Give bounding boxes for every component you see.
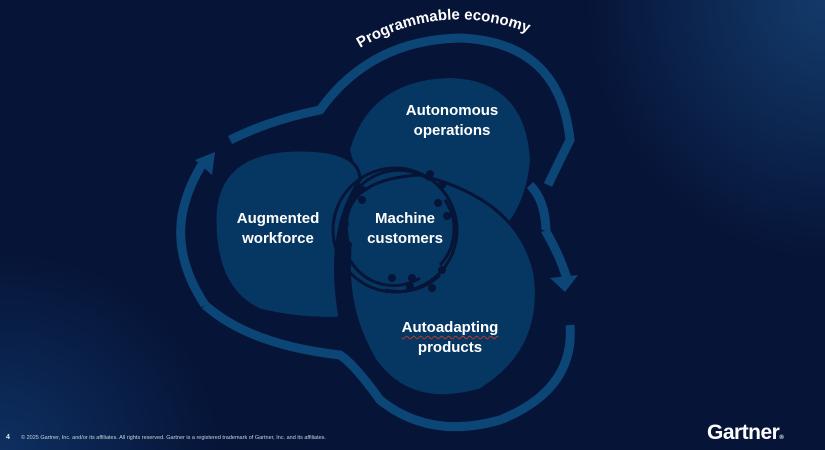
arrow-head-right <box>550 275 578 292</box>
segment-augmented-workforce-shape <box>213 148 362 320</box>
circuit-nodes <box>341 170 451 292</box>
segment-autoadapting-products-label: Autoadapting products <box>390 318 510 358</box>
outer-cycle-arrow-top <box>227 33 575 187</box>
arrow-head-left <box>195 152 215 175</box>
label-line: Augmented <box>236 210 320 227</box>
segment-autonomous-operations-label: Autonomous operations <box>392 101 512 141</box>
label-line: products <box>417 339 483 356</box>
label-line: workforce <box>242 230 314 247</box>
label-line: customers <box>367 230 443 247</box>
outer-cycle-arrow-bottom <box>202 301 575 432</box>
label-line: operations <box>413 122 491 139</box>
outer-cycle-arrow-right-down <box>541 227 573 284</box>
copyright-footer: © 2025 Gartner, Inc. and/or its affiliat… <box>21 435 326 441</box>
label-line: Autoadapting <box>401 319 499 336</box>
machine-customers-circuit <box>331 166 459 294</box>
gartner-logo: Gartner® <box>707 421 784 445</box>
label-line: Machine <box>374 210 435 227</box>
segment-autoadapting-products-shape <box>344 173 538 398</box>
label-line: Autonomous <box>405 102 499 119</box>
outer-cycle-arrow-right-top <box>526 181 551 231</box>
logo-text: Gartner <box>707 421 780 444</box>
page-number: 4 <box>6 434 10 441</box>
center-machine-customers-label: Machine customers <box>345 209 465 249</box>
registered-mark-icon: ® <box>779 435 784 441</box>
outer-cycle-arrow-left <box>176 157 209 308</box>
segment-augmented-workforce-label: Augmented workforce <box>218 209 338 249</box>
